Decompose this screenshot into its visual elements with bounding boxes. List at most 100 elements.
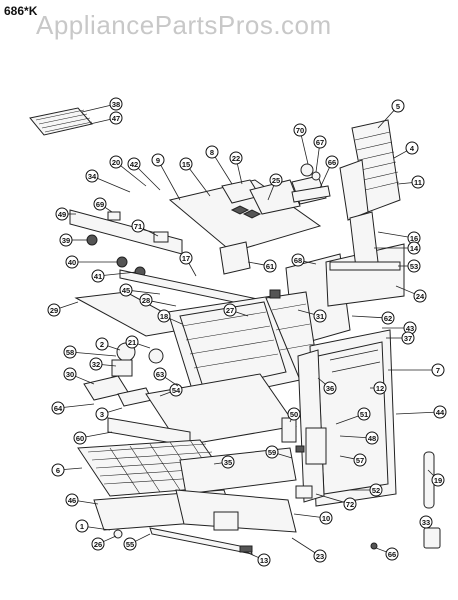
callout-leader <box>315 147 320 173</box>
callout-leader <box>75 375 95 385</box>
callout-circle <box>291 253 305 267</box>
callout-18: 18 <box>157 309 183 325</box>
callout-circle <box>407 241 421 255</box>
callout-68: 68 <box>291 253 317 267</box>
callout-circle <box>63 367 77 381</box>
callout-72: 72 <box>315 493 357 511</box>
callout-number: 66 <box>328 158 336 167</box>
callout-leader <box>297 309 315 315</box>
callout-28: 28 <box>139 293 177 307</box>
callout-circle <box>313 135 327 149</box>
callout-number: 36 <box>326 384 334 393</box>
callout-leader <box>143 228 159 237</box>
callout-number: 62 <box>384 314 392 323</box>
callout-number: 51 <box>360 410 368 419</box>
callout-27: 27 <box>223 303 249 317</box>
control-panel-drawing <box>69 209 183 255</box>
callout-34: 34 <box>85 169 131 193</box>
callout-number: 4 <box>410 144 415 153</box>
top-panel-drawing <box>168 175 327 253</box>
callout-leader <box>293 513 321 518</box>
callout-number: 25 <box>272 176 280 185</box>
callout-66: 66 <box>319 155 339 189</box>
callout-number: 50 <box>290 410 298 419</box>
callout-circle <box>323 381 337 395</box>
callout-15: 15 <box>179 157 211 197</box>
callout-circle <box>343 497 357 511</box>
callout-number: 71 <box>134 222 142 231</box>
callout-21: 21 <box>125 335 151 349</box>
callout-leader <box>291 537 316 554</box>
callout-leader <box>300 135 309 165</box>
callout-circle <box>65 255 79 269</box>
clip-drawing <box>423 527 441 549</box>
callout-leader <box>319 167 330 189</box>
callout-5: 5 <box>377 99 405 129</box>
callout-number: 29 <box>50 306 58 315</box>
callout-leader <box>397 182 413 185</box>
callout-circle <box>353 453 367 467</box>
callout-14: 14 <box>374 241 421 255</box>
callout-leader <box>247 261 265 266</box>
callout-circle <box>381 311 395 325</box>
callout-19: 19 <box>427 469 445 487</box>
callout-leader <box>236 163 243 185</box>
callout-leader <box>235 311 249 317</box>
callout-circle <box>169 383 183 397</box>
callout-number: 54 <box>172 386 181 395</box>
callout-circle <box>365 431 379 445</box>
callout-number: 20 <box>112 158 120 167</box>
callout-circle <box>65 493 79 507</box>
callout-circle <box>405 141 419 155</box>
callout-leader <box>317 377 326 385</box>
callout-number: 9 <box>156 156 160 165</box>
callout-number: 30 <box>66 370 74 379</box>
callout-46: 46 <box>65 493 99 507</box>
callout-circle <box>47 303 61 317</box>
callout-leader <box>77 500 99 505</box>
callout-leader <box>137 167 161 191</box>
callout-circle <box>391 99 405 113</box>
callout-leader <box>393 150 407 159</box>
callout-57: 57 <box>339 453 367 467</box>
callout-number: 17 <box>182 254 190 263</box>
callout-leader <box>101 364 117 367</box>
callout-number: 45 <box>122 286 130 295</box>
callout-47: 47 <box>89 111 123 125</box>
callout-44: 44 <box>395 405 447 419</box>
top-components-drawing <box>291 163 331 203</box>
callout-leader <box>189 168 211 197</box>
callout-circle <box>109 111 123 125</box>
callout-number: 3 <box>100 410 104 419</box>
callout-number: 13 <box>260 556 268 565</box>
callout-67: 67 <box>313 135 327 173</box>
callout-number: 38 <box>112 100 120 109</box>
callout-number: 58 <box>66 348 74 357</box>
callout-leader <box>75 352 117 357</box>
callout-number: 14 <box>410 244 419 253</box>
callout-circle <box>257 553 271 567</box>
callout-circle <box>95 407 109 421</box>
callout-number: 18 <box>160 312 168 321</box>
callout-circle <box>151 153 165 167</box>
front-frame-drawing <box>119 241 263 309</box>
callout-42: 42 <box>127 157 161 191</box>
callout-number: 61 <box>266 262 274 271</box>
callout-leader <box>339 455 355 460</box>
callout-number: 42 <box>130 160 138 169</box>
callout-circle <box>373 381 387 395</box>
callout-23: 23 <box>291 537 327 563</box>
callout-leader <box>303 260 317 265</box>
callout-circle <box>85 169 99 183</box>
broiler-rack-drawing <box>29 107 93 136</box>
callout-leader <box>107 407 123 413</box>
callout-69: 69 <box>93 197 113 213</box>
callout-number: 47 <box>112 114 120 123</box>
callout-circle <box>325 155 339 169</box>
callout-circle <box>223 303 237 317</box>
rear-panel-drawing <box>339 119 401 221</box>
part-drawings <box>29 107 441 555</box>
callout-number: 53 <box>410 262 418 271</box>
